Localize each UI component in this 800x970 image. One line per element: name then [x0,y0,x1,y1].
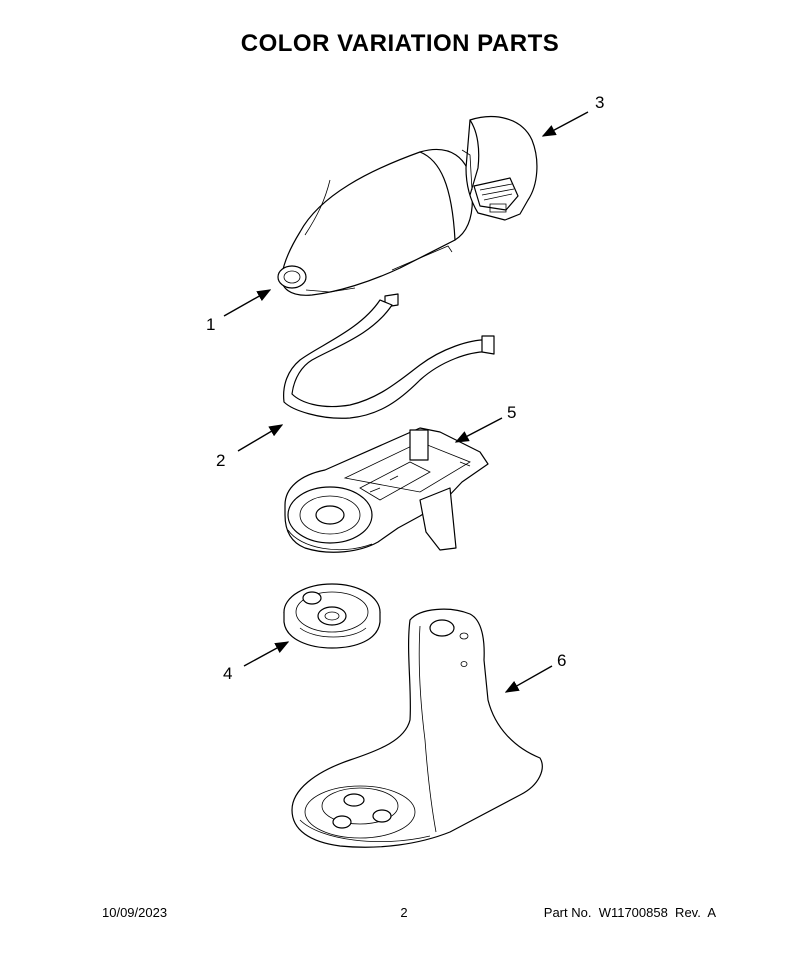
footer-page-number: 2 [400,905,408,920]
callout-arrow-3 [541,111,589,137]
callout-number-1: 1 [206,315,215,334]
callout-arrow-6 [504,665,553,693]
page-title: COLOR VARIATION PARTS [240,30,560,57]
part-3-rear-cover [461,116,538,221]
part-1-motor-housing [277,148,473,296]
footer-date: 10/09/2023 [102,905,168,920]
callout-number-4: 4 [223,664,232,683]
footer-part-number: Part No. W11700858 Rev. A [543,905,716,920]
callout-arrow-1 [223,289,272,317]
callout-number-6: 6 [557,651,566,670]
part-4-hub-assembly [283,583,381,649]
part-2-trim-band [283,293,495,419]
callout-arrow-4 [243,641,290,667]
part-6-pedestal-base [291,608,543,848]
callout-number-3: 3 [595,93,604,112]
callout-number-2: 2 [216,451,225,470]
callout-arrow-5 [454,417,503,443]
part-5-base-frame [284,427,489,553]
callout-arrow-2 [237,424,284,452]
callout-number-5: 5 [507,403,516,422]
